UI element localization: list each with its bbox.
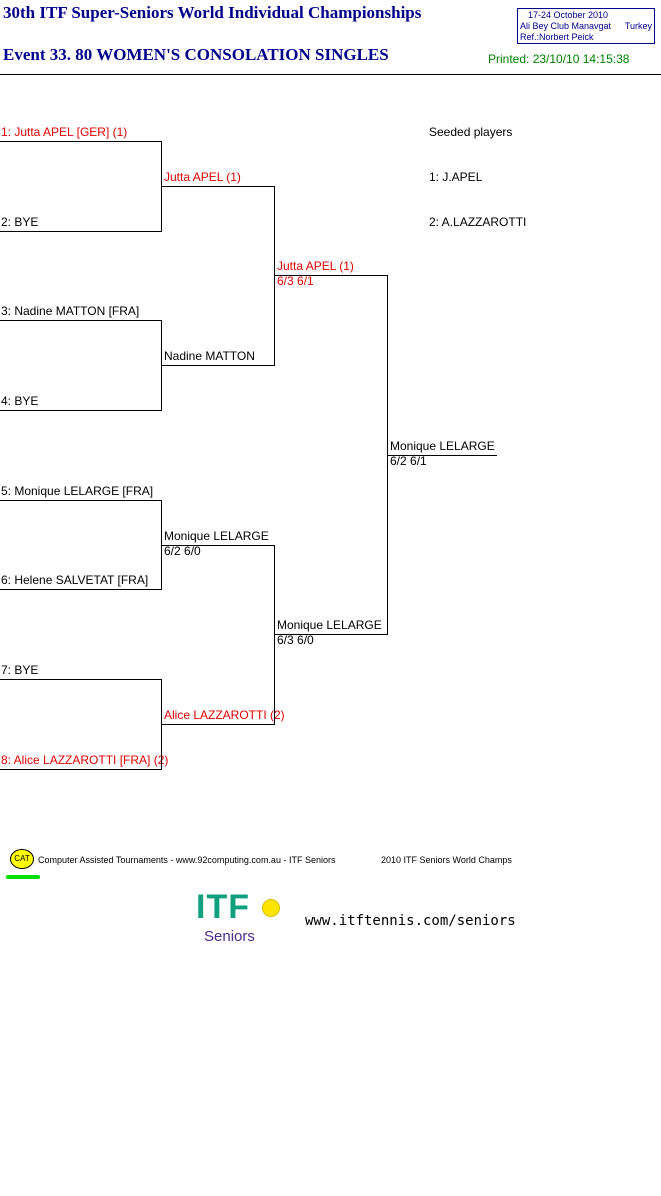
bracket-line [161, 186, 275, 187]
page-title: 30th ITF Super-Seniors World Individual … [3, 3, 422, 22]
bracket-line [0, 679, 162, 680]
info-venue-row: Ali Bey Club Manavgat Turkey [518, 21, 654, 32]
winner-score: 6/2 6/1 [390, 454, 427, 468]
bracket-connector [274, 545, 275, 725]
round2-player-1: Jutta APEL (1) [164, 170, 241, 184]
winner-name: Monique LELARGE [390, 439, 495, 453]
round3-score-1: 6/3 6/1 [277, 274, 314, 288]
footer-champs: 2010 ITF Seniors World Champs [381, 855, 512, 865]
info-referee: Ref.:Norbert Peick [520, 32, 594, 42]
info-country: Turkey [624, 21, 652, 31]
draw-entry-7: 7: BYE [1, 663, 39, 677]
draw-entry-2: 2: BYE [1, 215, 39, 229]
bracket-connector [274, 186, 275, 366]
round2-player-4: Alice LAZZAROTTI (2) [164, 708, 285, 722]
round3-score-2: 6/3 6/0 [277, 633, 314, 647]
bracket-line [274, 634, 388, 635]
draw-entry-3: 3: Nadine MATTON [FRA] [1, 304, 140, 318]
bracket-line [0, 589, 162, 590]
bracket-line [0, 769, 162, 770]
bracket-line [161, 724, 275, 725]
seeded-player-1: 1: J.APEL [429, 170, 483, 184]
round3-player-2: Monique LELARGE [277, 618, 382, 632]
bracket-line [0, 500, 162, 501]
bracket-line [274, 275, 388, 276]
bracket-line [387, 455, 497, 456]
draw-entry-5: 5: Monique LELARGE [FRA] [1, 484, 154, 498]
round2-player-2: Nadine MATTON [164, 349, 255, 363]
bracket-line [0, 231, 162, 232]
info-venue: Ali Bey Club Manavgat [520, 21, 612, 31]
round3-player-1: Jutta APEL (1) [277, 259, 354, 273]
draw-entry-4: 4: BYE [1, 394, 39, 408]
bracket-line [161, 365, 275, 366]
draw-entry-8: 8: Alice LAZZAROTTI [FRA] (2) [1, 753, 169, 767]
itf-logo-text: ITF [196, 888, 250, 926]
info-dates: 17-24 October 2010 [528, 10, 609, 20]
header-divider [0, 74, 661, 75]
draw-entry-1: 1: Jutta APEL [GER] (1) [1, 125, 128, 139]
event-title: Event 33. 80 WOMEN'S CONSOLATION SINGLES [3, 45, 389, 64]
bracket-line [0, 141, 162, 142]
round2-player-3: Monique LELARGE [164, 529, 269, 543]
itf-url: www.itftennis.com/seniors [305, 913, 516, 929]
round2-score-3: 6/2 6/0 [164, 544, 201, 558]
draw-entry-6: 6: Helene SALVETAT [FRA] [1, 573, 149, 587]
bracket-line [0, 410, 162, 411]
cat-logo-icon: CAT [10, 849, 34, 869]
cat-logo-underline [6, 875, 40, 879]
tournament-info-box: 17-24 October 2010 Ali Bey Club Manavgat… [517, 8, 655, 44]
printed-timestamp: Printed: 23/10/10 14:15:38 [488, 52, 630, 66]
tennis-ball-icon [262, 899, 280, 917]
seeded-heading: Seeded players [429, 125, 513, 139]
bracket-line [0, 320, 162, 321]
bracket-line [161, 545, 275, 546]
itf-logo-subtitle: Seniors [204, 928, 255, 945]
seeded-player-2: 2: A.LAZZAROTTI [429, 215, 527, 229]
footer-credit: Computer Assisted Tournaments - www.92co… [38, 855, 336, 865]
